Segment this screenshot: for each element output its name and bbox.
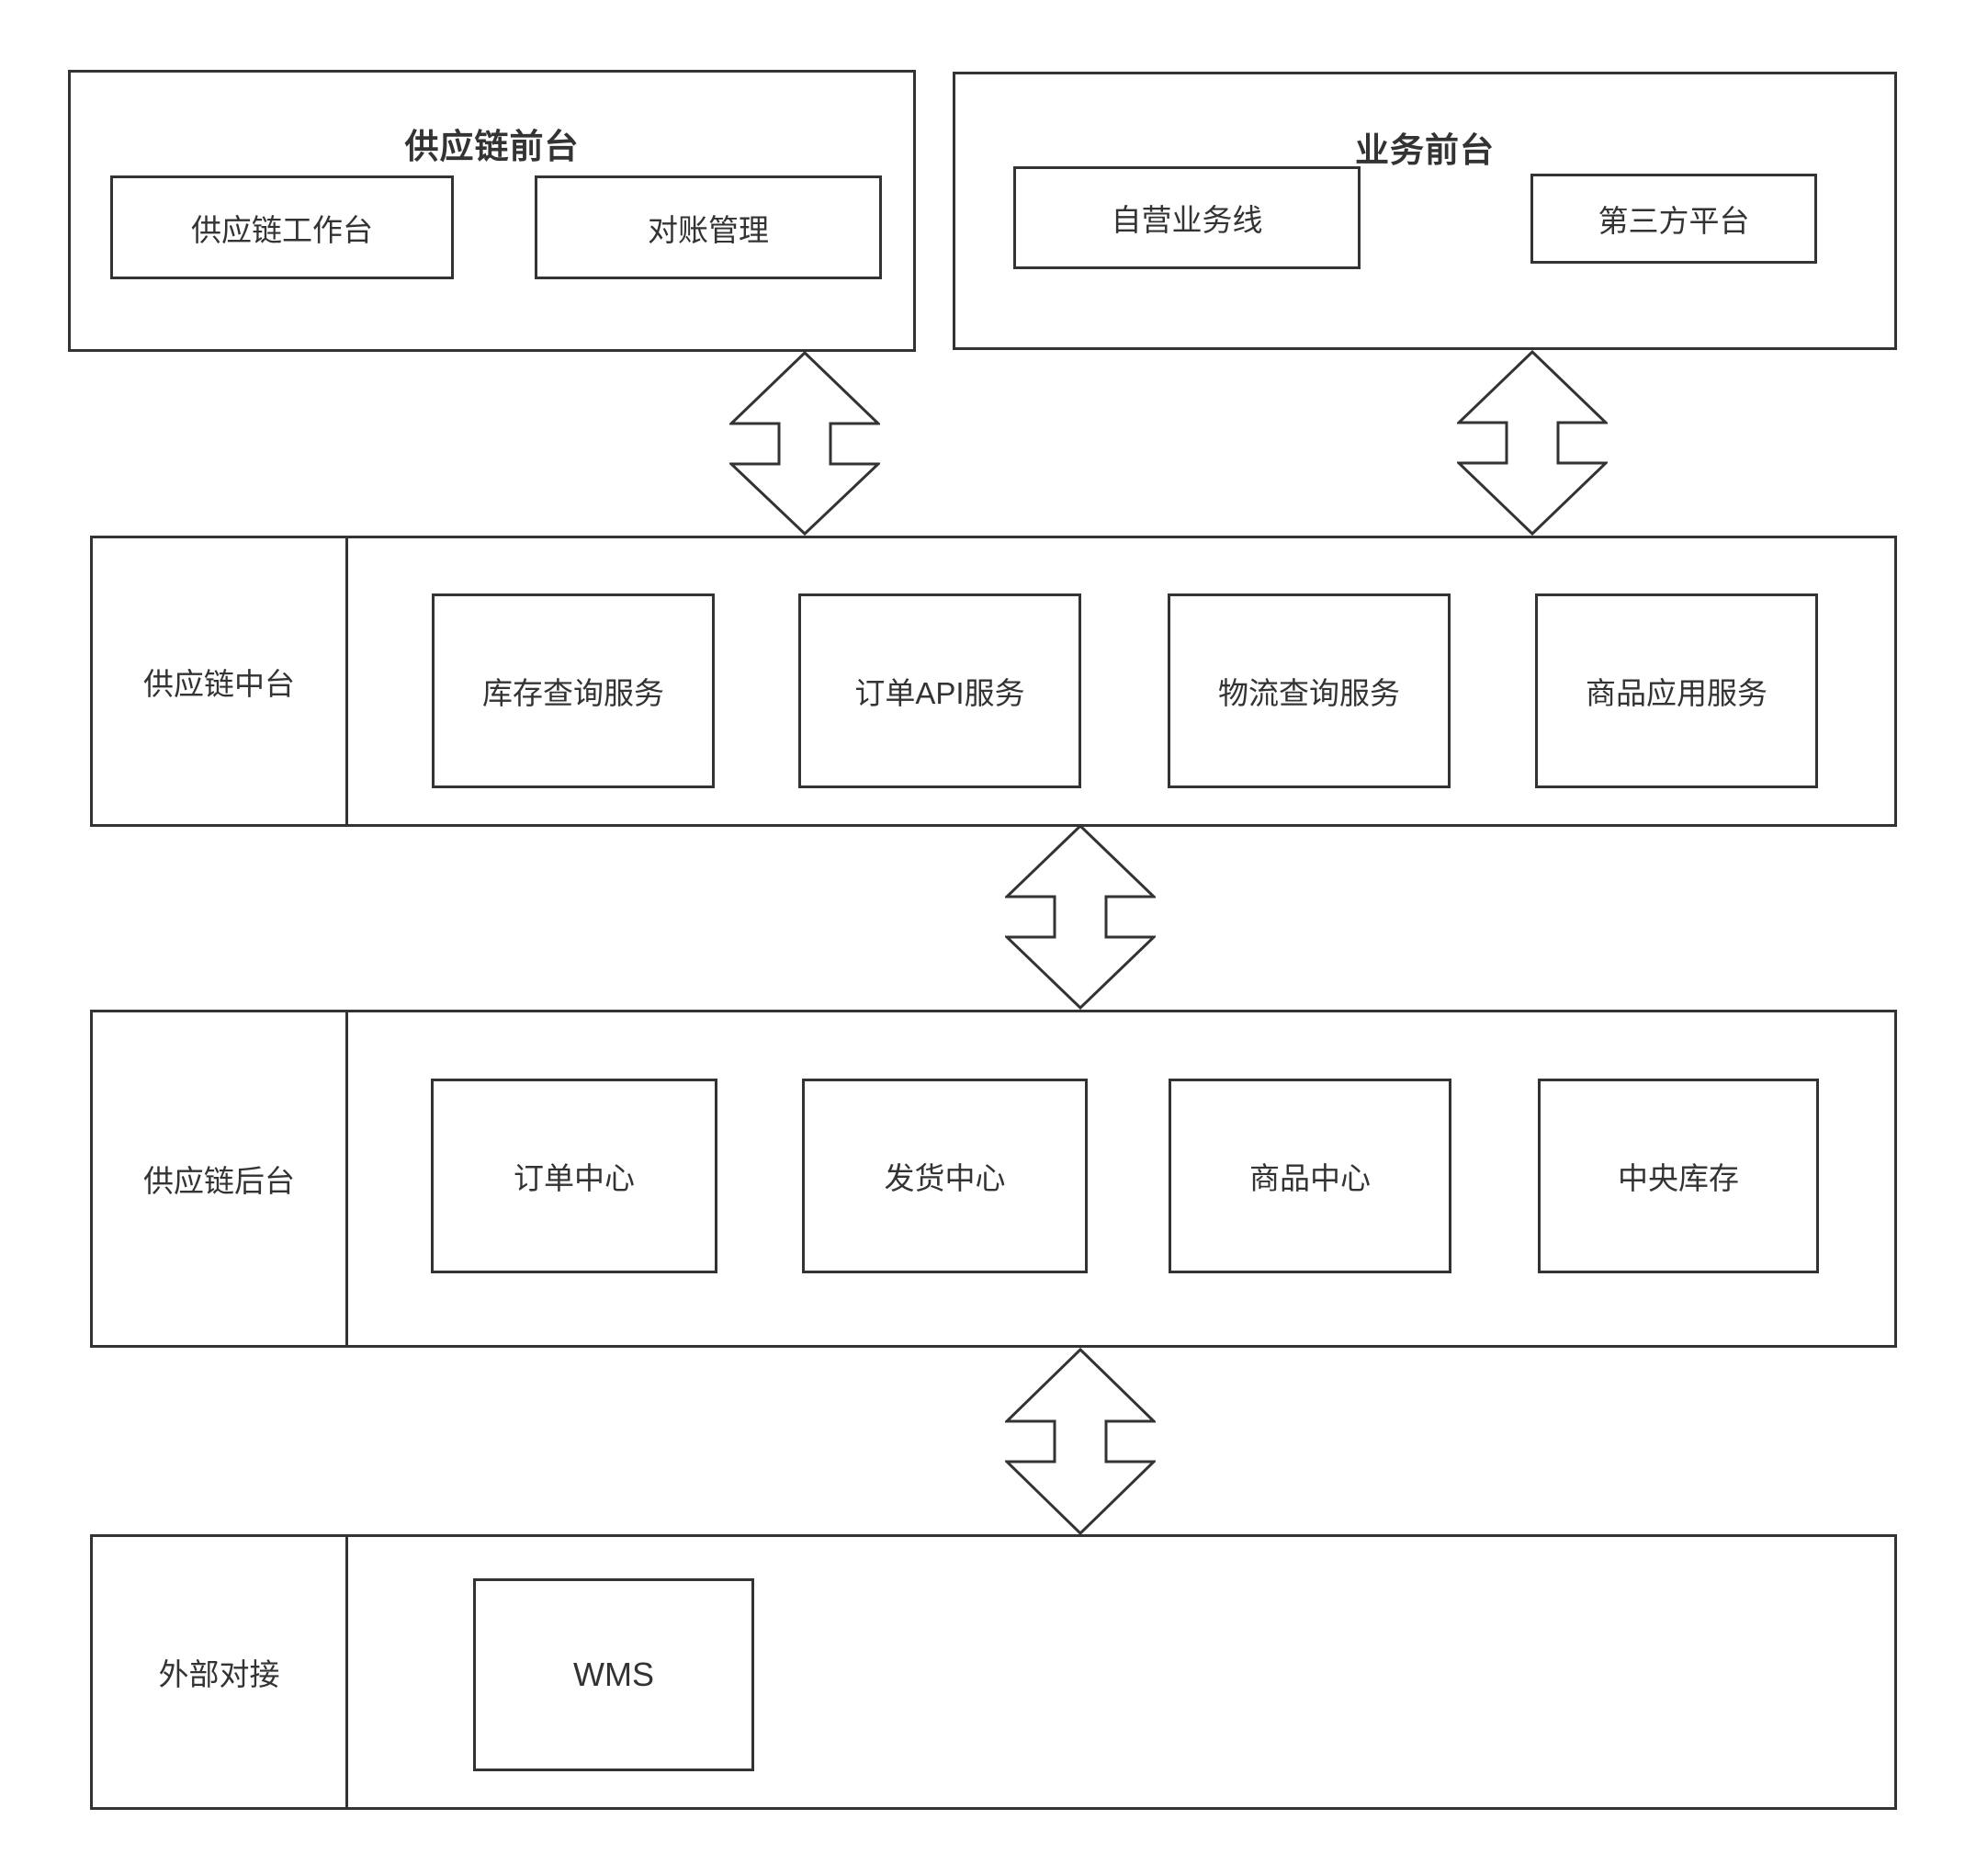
panel-title-business-frontend: 业务前台: [1355, 131, 1495, 169]
band-label-supply-chain-midplatform: 供应链中台: [143, 666, 295, 701]
panel-business-frontend: 业务前台 自营业务线 第三方平台: [953, 72, 1897, 350]
band-divider-external: [345, 1537, 348, 1807]
node-label-self-operated-business-line: 自营业务线: [1111, 203, 1263, 237]
node-label-shipping-center: 发货中心: [884, 1161, 1006, 1195]
node-inventory-query-service: 库存查询服务: [432, 593, 715, 788]
band-label-external-integration: 外部对接: [158, 1657, 280, 1691]
node-label-reconciliation-management: 对账管理: [648, 212, 769, 247]
node-label-product-center: 商品中心: [1249, 1161, 1371, 1195]
node-label-wms: WMS: [573, 1656, 654, 1693]
node-shipping-center: 发货中心: [802, 1079, 1088, 1273]
node-product-center: 商品中心: [1169, 1079, 1451, 1273]
node-product-application-service: 商品应用服务: [1535, 593, 1818, 788]
node-label-inventory-query-service: 库存查询服务: [482, 676, 664, 710]
double-arrow-business-to-midplatform-icon: [1457, 350, 1608, 536]
band-label-supply-chain-backplatform: 供应链后台: [143, 1164, 295, 1198]
node-label-order-center: 订单中心: [514, 1161, 635, 1195]
band-divider-backplatform: [345, 1012, 348, 1345]
node-label-order-api-service: 订单API服务: [854, 676, 1025, 710]
double-arrow-frontend-to-midplatform-icon: [729, 351, 880, 536]
node-wms: WMS: [473, 1578, 754, 1771]
node-third-party-platform: 第三方平台: [1530, 174, 1817, 264]
node-reconciliation-management: 对账管理: [535, 175, 882, 279]
node-label-supply-chain-workbench: 供应链工作台: [191, 212, 373, 247]
node-label-central-inventory: 中央库存: [1618, 1161, 1739, 1195]
node-label-third-party-platform: 第三方平台: [1598, 204, 1750, 238]
band-external-integration: 外部对接 WMS: [90, 1534, 1897, 1810]
node-central-inventory: 中央库存: [1538, 1079, 1819, 1273]
node-label-product-application-service: 商品应用服务: [1586, 676, 1767, 710]
band-supply-chain-backplatform: 供应链后台 订单中心 发货中心 商品中心 中央库存: [90, 1010, 1897, 1348]
panel-supply-chain-frontend: 供应链前台 供应链工作台 对账管理: [68, 70, 916, 352]
panel-title-supply-chain-frontend: 供应链前台: [404, 128, 580, 165]
node-order-center: 订单中心: [431, 1079, 717, 1273]
double-arrow-backplatform-to-external-icon: [1005, 1348, 1156, 1535]
band-divider-midplatform: [345, 538, 348, 824]
node-order-api-service: 订单API服务: [798, 593, 1081, 788]
node-self-operated-business-line: 自营业务线: [1013, 166, 1361, 269]
node-logistics-query-service: 物流查询服务: [1168, 593, 1451, 788]
node-supply-chain-workbench: 供应链工作台: [110, 175, 454, 279]
band-supply-chain-midplatform: 供应链中台 库存查询服务 订单API服务 物流查询服务 商品应用服务: [90, 536, 1897, 827]
node-label-logistics-query-service: 物流查询服务: [1218, 676, 1400, 710]
double-arrow-midplatform-to-backplatform-icon: [1005, 824, 1156, 1010]
